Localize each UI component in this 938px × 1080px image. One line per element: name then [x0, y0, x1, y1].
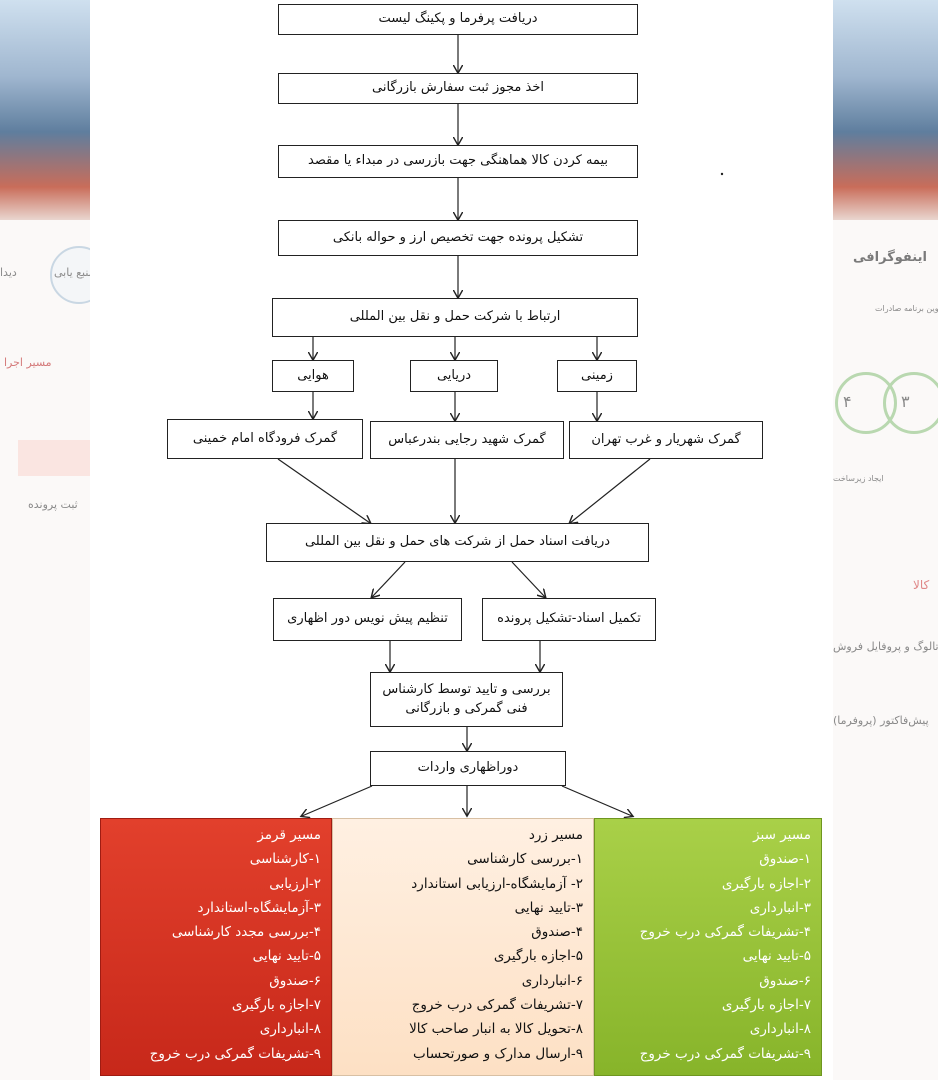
step-expert-review: بررسی و تایید توسط کارشناس فنی گمرکی و ب… — [370, 672, 563, 727]
green-path-item: ۸-انبارداری — [749, 1021, 811, 1038]
yellow-path-title: مسیر زرد — [528, 827, 583, 843]
background-text: مسیر اجرا — [4, 356, 52, 369]
green-path-item: ۳-انبارداری — [749, 899, 811, 916]
background-text: ایجاد زیرساخت — [833, 474, 884, 483]
background-text: اتالوگ و پروفایل فروش — [833, 640, 938, 653]
green-path-item: ۷-اجازه بارگیری — [721, 997, 811, 1014]
background-circle — [50, 246, 90, 304]
red-path-item: ۶-صندوق — [269, 972, 321, 989]
green-path-item: ۲-اجازه بارگیری — [721, 875, 811, 892]
background-text: ثبت پرونده — [28, 498, 78, 511]
customs-shahid-rajaee: گمرک شهید رجایی بندرعباس — [370, 421, 564, 459]
background-text: تدوین برنامه صادرات — [875, 304, 938, 313]
yellow-path-item: ۶-انبارداری — [521, 972, 583, 989]
green-path-item: ۱-صندوق — [759, 851, 811, 868]
step-order-license: اخذ مجوز ثبت سفارش بازرگانی — [278, 73, 638, 104]
arrow — [302, 785, 373, 816]
yellow-path-item: ۸-تحویل کالا به انبار صاحب کالا — [409, 1021, 583, 1038]
background-harbor-photo — [833, 0, 938, 220]
background-text: دیدا — [0, 266, 17, 279]
background-ring — [883, 372, 938, 434]
red-path-item: ۱-کارشناسی — [249, 851, 321, 868]
customs-imam-khomeini: گمرک فرودگاه امام خمینی — [167, 419, 363, 459]
yellow-path-panel: مسیر زرد ۱-بررسی کارشناسی ۲- آزمایشگاه-ا… — [332, 818, 594, 1076]
step-insurance: بیمه کردن کالا هماهنگی جهت بازرسی در مبد… — [278, 145, 638, 178]
background-text: ۳ — [901, 392, 910, 411]
yellow-path-item: ۲- آزمایشگاه-ارزیابی استاندارد — [411, 875, 583, 892]
background-text: منبع یابی — [54, 266, 90, 279]
customs-shahriar: گمرک شهریار و غرب تهران — [569, 421, 763, 459]
step-proforma: دریافت پرفرما و پکینگ لیست — [278, 4, 638, 35]
step-complete-documents: تکمیل اسناد-تشکیل پرونده — [482, 598, 656, 641]
step-draft-declaration: تنظیم پیش نویس دور اظهاری — [273, 598, 462, 641]
arrow — [561, 785, 632, 816]
background-text: کالا — [913, 578, 930, 592]
stray-dot — [720, 172, 724, 176]
green-path-title: مسیر سبز — [753, 827, 811, 843]
step-import-declaration: دوراظهاری واردات — [370, 751, 566, 786]
green-path-item: ۵-تایید نهایی — [742, 948, 811, 965]
background-left-panel: منبع یابی دیدا مسیر اجرا ثبت پرونده — [0, 0, 90, 1080]
green-path-item: ۹-تشریفات گمرکی درب خروج — [639, 1045, 811, 1062]
background-text: پیش‌فاکتور (پروفرما) — [833, 714, 929, 727]
background-text: ۴ — [843, 392, 852, 411]
red-path-item: ۹-تشریفات گمرکی درب خروج — [149, 1045, 321, 1062]
background-right-panel: اینفوگرافی تدوین برنامه صادرات ۴ ۳ ایجاد… — [833, 0, 938, 1080]
red-path-item: ۵-تایید نهایی — [252, 948, 321, 965]
background-text: اینفوگرافی — [853, 250, 927, 265]
review-line: فنی گمرکی و بازرگانی — [405, 700, 528, 716]
mode-air: هوایی — [272, 360, 354, 392]
green-path-panel: مسیر سبز ۱-صندوق ۲-اجازه بارگیری ۳-انبار… — [594, 818, 822, 1076]
arrow — [570, 458, 651, 523]
yellow-path-item: ۳-تایید نهایی — [514, 899, 583, 916]
background-bar — [18, 440, 90, 476]
arrow — [511, 561, 545, 597]
arrow — [277, 458, 370, 523]
red-path-item: ۷-اجازه بارگیری — [231, 997, 321, 1014]
mode-sea: دریایی — [410, 360, 498, 392]
step-shipping-company: ارتباط با شرکت حمل و نقل بین المللی — [272, 298, 638, 337]
yellow-path-item: ۹-ارسال مدارک و صورتحساب — [413, 1045, 583, 1062]
mode-land: زمینی — [557, 360, 637, 392]
yellow-path-item: ۷-تشریفات گمرکی درب خروج — [411, 997, 583, 1014]
background-harbor-photo — [0, 0, 90, 220]
red-path-item: ۴-بررسی مجدد کارشناسی — [171, 924, 321, 941]
step-transport-documents: دریافت اسناد حمل از شرکت های حمل و نقل ب… — [266, 523, 649, 562]
step-currency-file: تشکیل پرونده جهت تخصیص ارز و حواله بانکی — [278, 220, 638, 256]
red-path-item: ۳-آزمایشگاه-استاندارد — [197, 899, 321, 916]
red-path-item: ۲-ارزیابی — [269, 875, 321, 892]
yellow-path-item: ۵-اجازه بارگیری — [493, 948, 583, 965]
review-line: بررسی و تایید توسط کارشناس — [382, 681, 551, 697]
green-path-item: ۴-تشریفات گمرکی درب خروج — [639, 924, 811, 941]
arrow — [372, 561, 406, 597]
green-path-item: ۶-صندوق — [759, 972, 811, 989]
yellow-path-item: ۴-صندوق — [531, 924, 583, 941]
red-path-panel: مسیر قرمز ۱-کارشناسی ۲-ارزیابی ۳-آزمایشگ… — [100, 818, 332, 1076]
red-path-item: ۸-انبارداری — [259, 1021, 321, 1038]
red-path-title: مسیر قرمز — [257, 827, 321, 843]
yellow-path-item: ۱-بررسی کارشناسی — [467, 851, 583, 868]
